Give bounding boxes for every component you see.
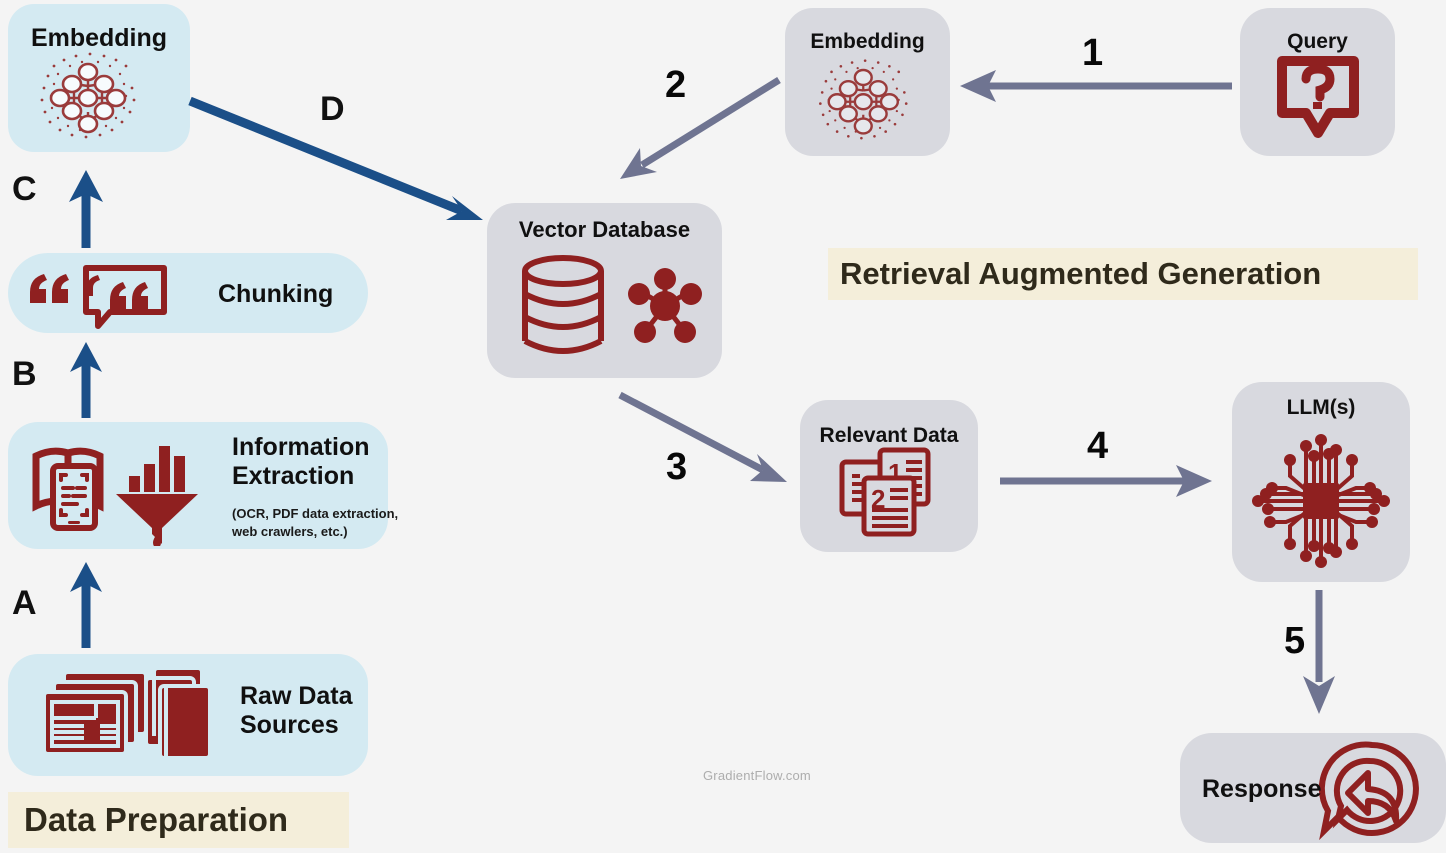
node-response[interactable]: Response — [1180, 733, 1446, 843]
edge-label-1: 1 — [1082, 32, 1104, 74]
database-graph-icon — [522, 255, 702, 354]
node-chunking[interactable]: Chunking — [8, 253, 368, 333]
edge-5-arrow — [1303, 590, 1335, 714]
edge-label-5: 5 — [1284, 620, 1306, 662]
banner-data-preparation-label: Data Preparation — [24, 801, 289, 838]
neural-network-icon — [40, 52, 136, 139]
edge-a-arrow — [70, 562, 102, 648]
node-query[interactable]: Query — [1240, 8, 1395, 156]
node-query-label: Query — [1287, 30, 1348, 53]
neural-network-icon — [819, 59, 908, 140]
node-embedding-left-label: Embedding — [30, 24, 168, 52]
quote-bubble-icon — [30, 265, 167, 329]
edge-c-arrow — [69, 170, 103, 248]
banner-data-preparation: Data Preparation — [8, 792, 349, 848]
node-llm-label: LLM(s) — [1286, 396, 1356, 419]
node-relevant-data[interactable]: 1 2 Relevant Data — [800, 400, 978, 552]
edge-b-arrow — [70, 342, 102, 418]
node-embedding-left[interactable]: Embedding — [8, 4, 190, 152]
node-response-label: Response — [1202, 775, 1322, 803]
documents-stack-icon — [42, 666, 212, 760]
node-relevant-data-label: Relevant Data — [819, 424, 959, 447]
edge-label-d: D — [320, 90, 345, 128]
node-information-extraction-label: Information Extraction — [232, 433, 370, 490]
edge-label-2: 2 — [665, 64, 687, 106]
node-information-extraction-sublabel: (OCR, PDF data extraction, web crawlers,… — [232, 506, 399, 539]
node-vector-database[interactable]: Vector Database — [487, 203, 722, 378]
ranked-documents-icon: 1 2 — [839, 447, 931, 537]
svg-text:2: 2 — [871, 484, 885, 514]
edge-3-arrow — [618, 391, 787, 482]
node-information-extraction[interactable]: Information Extraction (OCR, PDF data ex… — [8, 422, 398, 549]
node-embedding-right-label: Embedding — [810, 30, 925, 53]
question-bubble-icon — [1277, 56, 1359, 138]
edge-2-arrow — [620, 77, 781, 179]
node-raw-data-sources-label: Raw Data Sources — [240, 682, 353, 739]
reply-bubble-icon — [1318, 741, 1419, 841]
edge-label-b: B — [12, 355, 37, 393]
edge-4-arrow — [1000, 465, 1212, 497]
watermark: GradientFlow.com — [703, 768, 811, 783]
chip-icon — [1252, 434, 1390, 568]
edge-label-a: A — [12, 584, 37, 622]
node-embedding-right[interactable]: Embedding — [785, 8, 950, 156]
edge-label-c: C — [12, 170, 37, 208]
node-chunking-label: Chunking — [218, 280, 334, 308]
book-scan-funnel-icon — [32, 446, 198, 546]
banner-retrieval-augmented-generation: Retrieval Augmented Generation — [828, 248, 1418, 300]
node-llm[interactable]: LLM(s) — [1232, 382, 1410, 582]
banner-rag-label: Retrieval Augmented Generation — [840, 256, 1322, 291]
edge-label-4: 4 — [1087, 425, 1109, 467]
edge-label-3: 3 — [666, 446, 688, 488]
node-vector-database-label: Vector Database — [518, 217, 691, 242]
node-raw-data-sources[interactable]: Raw Data Sources — [8, 654, 368, 776]
